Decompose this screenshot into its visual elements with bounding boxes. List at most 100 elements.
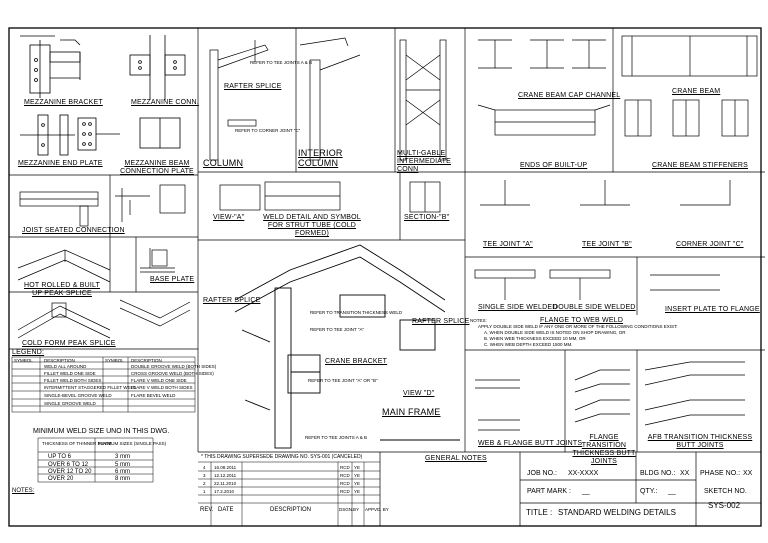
legend-header-symbol-2: SYMBOL	[105, 358, 124, 363]
min-weld-title: MINIMUM WELD SIZE UNO IN THIS DWG.	[33, 428, 170, 435]
revision-date: 12.12.2011	[214, 473, 237, 478]
label-insert-plate-to-flange: INSERT PLATE TO FLANGE	[665, 306, 760, 313]
label-crane-beam-stiffeners: CRANE BEAM STIFFENERS	[652, 162, 748, 169]
legend-row: INTERMITTENT STAGGERED FILLET WELD	[44, 385, 137, 390]
label-rafter-splice-top: RAFTER SPLICE	[224, 83, 282, 90]
callout-corner-joint-c: REFER TO CORNER JOINT "C"	[235, 128, 301, 133]
min-weld-row: OVER 12 TO 20	[48, 469, 92, 475]
revision-date: 17.2.2010	[214, 489, 235, 494]
label-mezzanine-conn: MEZZANINE CONN.	[131, 99, 199, 106]
job-no-label: JOB NO.:	[527, 470, 557, 477]
label-afb-transition: AFB TRANSITION THICKNESS BUTT JOINTS	[647, 434, 753, 449]
label-section-b: SECTION-"B"	[404, 214, 450, 221]
label-column: COLUMN	[203, 158, 244, 168]
label-crane-beam-cap-channel: CRANE BEAM CAP CHANNEL	[518, 92, 621, 99]
revision-dsgn: RCD	[340, 489, 350, 494]
label-mezzanine-beam-connection-plate: MEZZANINE BEAM CONNECTION PLATE	[120, 160, 194, 175]
min-weld-notes-title: NOTES:	[12, 488, 35, 494]
legend-row: FLARE V WELD ONE SIDE	[131, 378, 187, 383]
min-weld-row: OVER 6 TO 12	[48, 462, 89, 468]
legend-header-desc-1: DESCRIPTION	[44, 358, 75, 363]
title-label: TITLE :	[526, 508, 553, 517]
revision-rev: 1	[203, 489, 206, 494]
label-single-side-welded: SINGLE SIDE WELDED	[478, 304, 558, 311]
legend-row: FILLET WELD BOTH SIDES	[44, 378, 102, 383]
label-tee-joint-a: TEE JOINT "A"	[483, 241, 533, 248]
min-weld-row: OVER 20	[48, 476, 74, 482]
callout-tee-joint-a: REFER TO TEE JOINT "A"	[310, 327, 365, 332]
revision-rev: 3	[203, 473, 206, 478]
callout-tee-joint-a-or-b: REFER TO TEE JOINT "A" OR "B"	[308, 378, 378, 383]
revision-footer-by: BY	[353, 507, 360, 512]
label-mezzanine-bracket: MEZZANINE BRACKET	[24, 99, 103, 106]
revision-dsgn: RCD	[340, 473, 350, 478]
label-double-side-welded: DOUBLE SIDE WELDED	[553, 304, 636, 311]
legend-row: FLARE BEVEL WELD	[131, 393, 176, 398]
revision-footer-appvd: APPVD. BY	[365, 507, 389, 512]
revision-by: YE	[354, 489, 361, 494]
label-hot-rolled-peak-splice: HOT ROLLED & BUILT UP PEAK SPLICE	[23, 282, 101, 297]
min-weld-row: 8 mm	[115, 476, 130, 482]
revision-by: YE	[354, 473, 361, 478]
part-mark-value: __	[582, 488, 590, 495]
revision-date: 16.08.2011	[214, 465, 237, 470]
phase-no-label: PHASE NO.:	[700, 470, 741, 477]
qty-label: QTY.:	[640, 488, 658, 495]
min-weld-row: 6 mm	[115, 469, 130, 475]
flange-web-note-a: A. WHEN DOUBLE SIDE WELD IS NOTED ON SHO…	[484, 330, 626, 335]
label-rafter-splice-right: RAFTER SPLICE	[412, 318, 470, 325]
min-weld-row: 5 mm	[115, 462, 130, 468]
revision-footer-rev: REV.	[200, 507, 214, 513]
callout-transition: REFER TO TRANSITION THICKNESS WELD	[310, 310, 403, 315]
flange-web-note-c: C. WHEN WEB DEPTH EXCEED 1500 MM.	[484, 342, 573, 347]
label-corner-joint-c: CORNER JOINT "C"	[676, 241, 744, 248]
label-flange-transition: FLANGE TRANSITION THICKNESS BUTT JOINTS	[572, 434, 636, 465]
legend-row: SINGLE GROOVE WELD	[44, 401, 96, 406]
label-view-d: VIEW "D"	[403, 390, 435, 397]
label-main-frame: MAIN FRAME	[382, 407, 441, 417]
legend-header-symbol-1: SYMBOL	[14, 358, 33, 363]
legend-row: CROSS GROOVE WELD (BOTH SIDES)	[131, 371, 214, 376]
revision-footer-dsgn: DSGN.	[339, 507, 354, 512]
min-weld-header-thickness: THICKNESS OF THINNER PLATE	[42, 441, 112, 446]
title-value: STANDARD WELDING DETAILS	[558, 508, 676, 517]
qty-value: __	[668, 488, 676, 495]
callout-tee-joints-ab-bottom: REFER TO TEE JOINTS A & B	[305, 435, 368, 440]
label-crane-beam: CRANE BEAM	[672, 88, 721, 95]
label-multi-gable: MULTI-GABLE INTERMEDIATE CONN	[397, 150, 451, 173]
legend-title: LEGEND:	[12, 349, 45, 356]
revision-footer-date: DATE	[218, 507, 234, 513]
label-crane-bracket: CRANE BRACKET	[325, 358, 388, 365]
min-weld-header-size: MINIMUM SIZES (SINGLE PASS)	[98, 441, 167, 446]
label-weld-detail-strut: WELD DETAIL AND SYMBOL FOR STRUT TUBE (C…	[263, 214, 361, 237]
bldg-no-value: XX	[680, 470, 690, 477]
revision-top-note: * THIS DRAWING SUPERSEDE DRAWING NO. SYS…	[201, 454, 363, 460]
legend-row: WELD ALL AROUND	[44, 364, 87, 369]
label-rafter-splice-left: RAFTER SPLICE	[203, 297, 261, 304]
min-weld-row: UP TO 6	[48, 454, 72, 460]
label-joist-seated-connection: JOIST SEATED CONNECTION	[22, 227, 125, 234]
revision-by: YE	[354, 481, 361, 486]
legend-row: DOUBLE GROOVE WELD (BOTH SIDES)	[131, 364, 217, 369]
label-web-flange-butt: WEB & FLANGE BUTT JOINTS	[478, 440, 583, 447]
revision-dsgn: RCD	[340, 465, 350, 470]
revision-footer-description: DESCRIPTION	[270, 507, 312, 513]
legend-row: FILLET WELD ONE SIDE	[44, 371, 96, 376]
label-view-a: VIEW-"A"	[213, 214, 245, 221]
label-mezzanine-end-plate: MEZZANINE END PLATE	[18, 160, 103, 167]
part-mark-label: PART MARK :	[527, 488, 571, 495]
label-flange-to-web-weld: FLANGE TO WEB WELD	[540, 317, 624, 324]
revision-rev: 2	[203, 481, 206, 486]
general-notes-title: GENERAL NOTES	[425, 455, 487, 462]
legend-header-desc-2: DESCRIPTION	[131, 358, 162, 363]
label-cold-form-peak-splice: COLD FORM PEAK SPLICE	[22, 340, 116, 347]
job-no-value: XX-XXXX	[568, 470, 599, 477]
min-weld-row: 3 mm	[115, 454, 130, 460]
revision-rev: 4	[203, 465, 206, 470]
flange-web-note-title: NOTES:	[470, 318, 487, 323]
label-ends-of-built-up: ENDS OF BUILT-UP	[520, 162, 588, 169]
revision-by: YE	[354, 465, 361, 470]
phase-no-value: XX	[743, 470, 753, 477]
